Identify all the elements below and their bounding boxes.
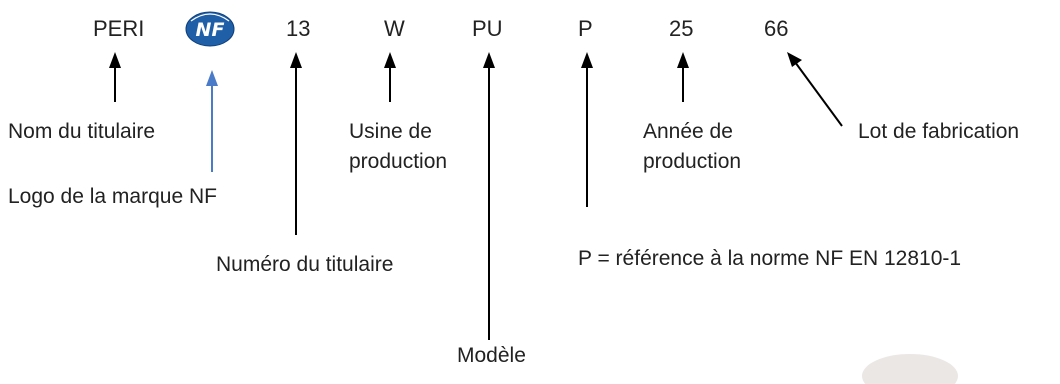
arrow-lot: [794, 61, 843, 127]
nf-marking-diagram: PERI 13 W PU P 25 66 NF: [8, 11, 1020, 384]
nf-mark-logo-icon: NF: [185, 11, 235, 47]
label-factory-line2: production: [349, 150, 448, 173]
label-factory-line1: Usine de: [349, 120, 432, 143]
arrowhead-year: [677, 52, 689, 68]
decorative-shadow: [862, 354, 958, 384]
label-holder-name: Nom du titulaire: [8, 120, 156, 143]
label-year: Année de production: [643, 117, 741, 177]
code-factory: W: [384, 16, 405, 41]
label-nf-logo: Logo de la marque NF: [8, 185, 217, 208]
label-lot: Lot de fabrication: [858, 120, 1020, 143]
code-lot: 66: [764, 16, 789, 41]
label-year-line1: Année de: [643, 120, 733, 143]
label-holder-number: Numéro du titulaire: [216, 253, 394, 276]
arrowhead-standard: [581, 52, 593, 68]
arrowhead-holder-number: [290, 52, 302, 68]
label-model: Modèle: [457, 344, 526, 367]
arrowhead-nf-logo: [206, 70, 218, 86]
code-year: 25: [669, 16, 694, 41]
code-holder-number: 13: [286, 16, 311, 41]
arrowhead-lot: [787, 52, 802, 67]
arrowhead-model: [483, 52, 495, 68]
arrowhead-holder-name: [109, 52, 121, 68]
label-standard: P = référence à la norme NF EN 12810-1: [578, 247, 962, 270]
nf-logo-letters: NF: [196, 19, 225, 41]
label-factory: Usine de production: [349, 117, 447, 177]
annotation-arrows: [109, 52, 843, 340]
code-model: PU: [472, 16, 503, 41]
arrowhead-factory: [384, 52, 396, 68]
code-holder: PERI: [93, 16, 145, 41]
label-year-line2: production: [643, 150, 742, 173]
code-standard: P: [578, 16, 593, 41]
